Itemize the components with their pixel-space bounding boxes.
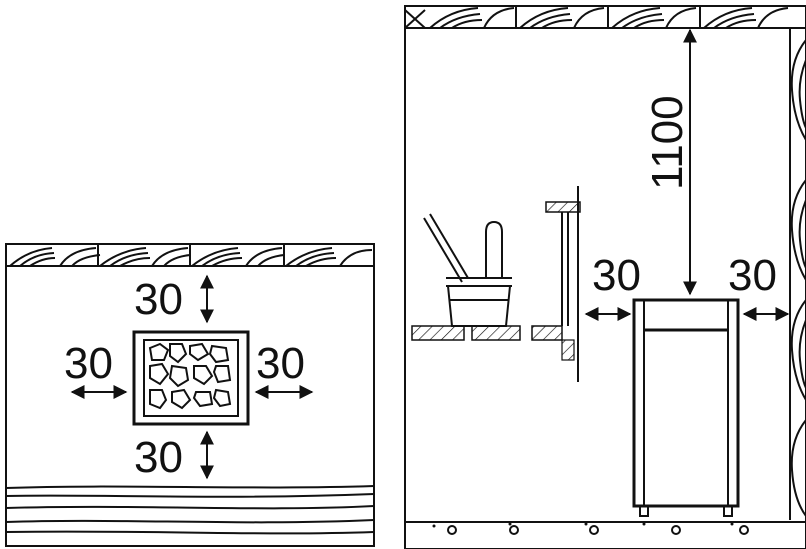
left-clearance-label: 30 (64, 339, 113, 388)
bucket-and-ladle (423, 213, 512, 327)
top-view-floor-boards (5, 485, 375, 535)
side-right-clearance-label: 30 (728, 251, 777, 300)
right-wall-wood (789, 28, 806, 520)
heater-side-view (632, 298, 740, 517)
ceiling-clearance-label: 1100 (643, 95, 692, 190)
top-view-wood-band (6, 244, 374, 267)
side-left-clearance-label: 30 (592, 251, 641, 300)
bottom-clearance-label: 30 (134, 433, 183, 482)
top-view-panel: 30 30 30 30 (5, 243, 375, 547)
top-clearance-label: 30 (134, 275, 183, 324)
top-view-frame (5, 243, 375, 547)
sauna-bench (411, 325, 563, 341)
side-view-floor (405, 521, 806, 535)
heater-top-view (132, 330, 250, 426)
side-view-panel: 1100 30 30 (404, 5, 806, 549)
right-clearance-label: 30 (256, 339, 305, 388)
side-view-frame (404, 5, 806, 549)
backrest (545, 186, 581, 382)
ceiling-wood-band (404, 6, 806, 29)
